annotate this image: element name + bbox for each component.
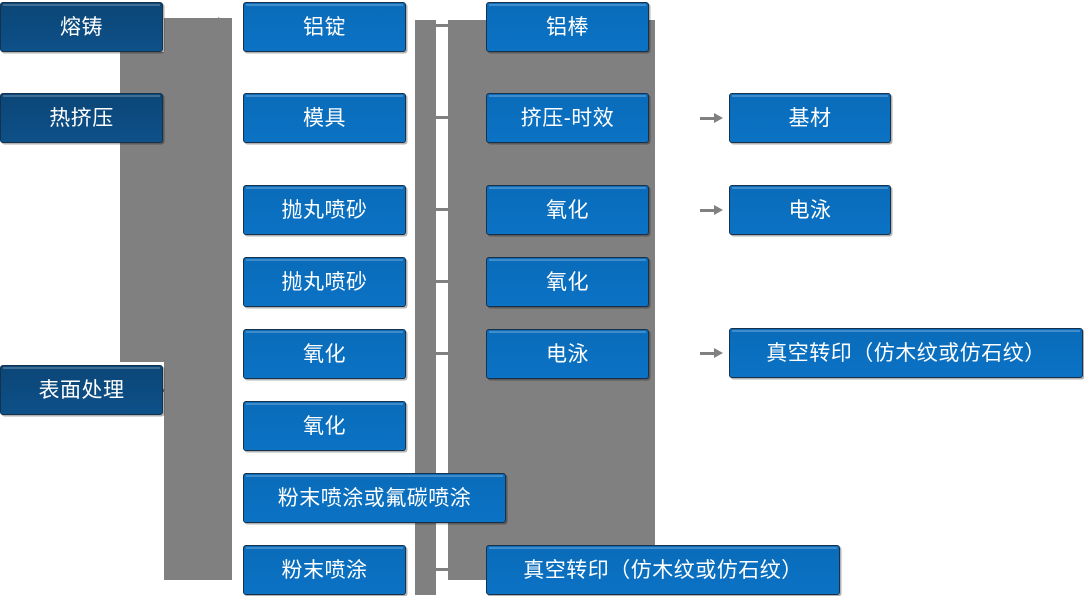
arrow-to-res-jicai bbox=[700, 113, 723, 123]
out-yanghua-2-box[interactable]: 氧化 bbox=[486, 257, 649, 307]
out-yanghua-2-label: 氧化 bbox=[546, 270, 589, 294]
stage-rejiya-box[interactable]: 热挤压 bbox=[0, 93, 163, 143]
proc-fenmo-fu-box[interactable]: 粉末喷涂或氟碳喷涂 bbox=[243, 473, 506, 523]
proc-paowan-2-label: 抛丸喷砂 bbox=[281, 270, 368, 294]
proc-yanghua-1-label: 氧化 bbox=[303, 342, 346, 366]
arrow-to-proc-fenmo-fu bbox=[218, 489, 232, 507]
box-highlight bbox=[246, 95, 403, 97]
box-highlight bbox=[246, 259, 403, 261]
arrow-to-res-zhuankong bbox=[700, 348, 723, 358]
out-dianyong-label: 电泳 bbox=[546, 342, 589, 366]
out-lubang-label: 铝棒 bbox=[546, 15, 589, 39]
stage-rongzhu-box[interactable]: 熔铸 bbox=[0, 2, 163, 52]
box-highlight bbox=[489, 259, 646, 261]
proc-muju-label: 模具 bbox=[303, 106, 346, 130]
comb-tooth-3 bbox=[431, 208, 457, 211]
out-jiya-shixiao-box[interactable]: 挤压-时效 bbox=[486, 93, 649, 143]
proc-fenmo-box[interactable]: 粉末喷涂 bbox=[243, 545, 406, 595]
comb-tooth-5 bbox=[431, 352, 457, 355]
out-jiya-shixiao-label: 挤压-时效 bbox=[520, 106, 615, 130]
stage-rejiya-label: 热挤压 bbox=[49, 106, 114, 130]
gray-connector-stage-to-spine bbox=[163, 389, 193, 392]
proc-paowan-1-label: 抛丸喷砂 bbox=[281, 198, 368, 222]
arrow-to-proc-paowan-2 bbox=[218, 273, 232, 291]
box-highlight bbox=[3, 4, 160, 6]
out-zhuankong-label: 真空转印（仿木纹或仿石纹） bbox=[523, 558, 803, 582]
res-zhuankong-box[interactable]: 真空转印（仿木纹或仿石纹） bbox=[729, 328, 1083, 378]
stage-biaomian-box[interactable]: 表面处理 bbox=[0, 365, 163, 415]
gray-spine-output bbox=[415, 20, 436, 595]
box-highlight bbox=[732, 95, 888, 97]
arrow-to-proc-ludin bbox=[218, 17, 232, 35]
box-highlight bbox=[489, 4, 646, 6]
box-highlight bbox=[732, 187, 888, 189]
res-jicai-box[interactable]: 基材 bbox=[729, 93, 891, 143]
proc-ludin-label: 铝锭 bbox=[303, 15, 346, 39]
comb-tooth-2 bbox=[431, 116, 457, 119]
comb-tooth-6 bbox=[431, 568, 457, 571]
proc-yanghua-2-box[interactable]: 氧化 bbox=[243, 401, 406, 451]
box-highlight bbox=[246, 331, 403, 333]
proc-muju-box[interactable]: 模具 bbox=[243, 93, 406, 143]
arrow-to-proc-fenmo bbox=[218, 561, 232, 579]
box-highlight bbox=[489, 547, 837, 549]
res-dianyong-box[interactable]: 电泳 bbox=[729, 185, 891, 235]
proc-yanghua-1-box[interactable]: 氧化 bbox=[243, 329, 406, 379]
box-highlight bbox=[246, 403, 403, 405]
res-jicai-label: 基材 bbox=[788, 106, 832, 130]
arrow-to-proc-yanghua-2 bbox=[218, 417, 232, 435]
res-dianyong-label: 电泳 bbox=[788, 198, 832, 222]
box-highlight bbox=[489, 187, 646, 189]
box-highlight bbox=[489, 331, 646, 333]
proc-paowan-2-box[interactable]: 抛丸喷砂 bbox=[243, 257, 406, 307]
comb-tooth-1 bbox=[431, 24, 457, 27]
out-zhuankong-box[interactable]: 真空转印（仿木纹或仿石纹） bbox=[486, 545, 840, 595]
arrow-to-proc-muju bbox=[218, 109, 232, 127]
box-highlight bbox=[489, 95, 646, 97]
out-lubang-box[interactable]: 铝棒 bbox=[486, 2, 649, 52]
proc-ludin-box[interactable]: 铝锭 bbox=[243, 2, 406, 52]
arrow-to-proc-paowan-1 bbox=[218, 201, 232, 219]
stage-rongzhu-label: 熔铸 bbox=[60, 15, 103, 39]
out-dianyong-box[interactable]: 电泳 bbox=[486, 329, 649, 379]
comb-tooth-4 bbox=[431, 280, 457, 283]
proc-yanghua-2-label: 氧化 bbox=[303, 414, 346, 438]
box-highlight bbox=[246, 547, 403, 549]
box-highlight bbox=[246, 187, 403, 189]
stage-biaomian-label: 表面处理 bbox=[38, 378, 125, 402]
res-zhuankong-label: 真空转印（仿木纹或仿石纹） bbox=[766, 341, 1046, 365]
arrow-to-res-dianyong bbox=[700, 205, 723, 215]
arrow-to-proc-yanghua-1 bbox=[218, 345, 232, 363]
proc-fenmo-label: 粉末喷涂 bbox=[281, 558, 368, 582]
box-highlight bbox=[3, 367, 160, 369]
box-highlight bbox=[3, 95, 160, 97]
out-yanghua-1-box[interactable]: 氧化 bbox=[486, 185, 649, 235]
box-highlight bbox=[246, 4, 403, 6]
box-highlight bbox=[246, 475, 503, 477]
proc-fenmo-fu-label: 粉末喷涂或氟碳喷涂 bbox=[277, 486, 472, 510]
out-yanghua-1-label: 氧化 bbox=[546, 198, 589, 222]
proc-paowan-1-box[interactable]: 抛丸喷砂 bbox=[243, 185, 406, 235]
box-highlight bbox=[732, 330, 1080, 332]
